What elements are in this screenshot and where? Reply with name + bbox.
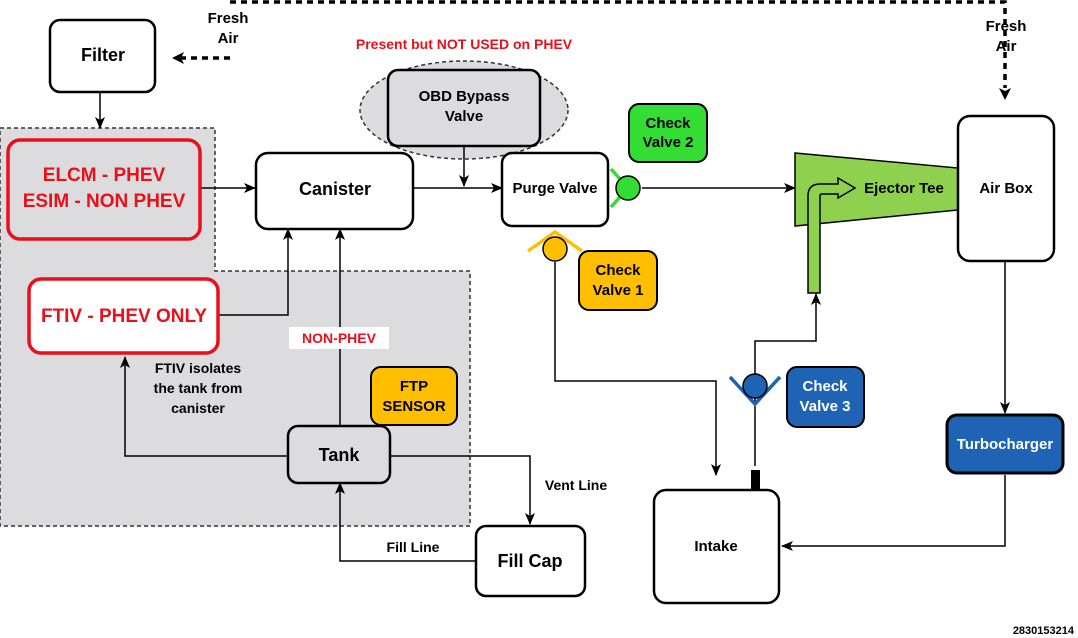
- tank-label: Tank: [319, 445, 361, 465]
- check-valve-1-label-2: Valve 1: [593, 282, 644, 299]
- check-valve-2-label-2: Valve 2: [643, 134, 694, 151]
- ftp-sensor-label-1: FTP: [400, 378, 428, 395]
- elcm-label-1: ELCM - PHEV: [43, 165, 166, 186]
- obd-bypass-label-1: OBD Bypass: [419, 88, 510, 105]
- fill-line-label: Fill Line: [387, 539, 440, 555]
- turbocharger-label: Turbocharger: [957, 436, 1054, 453]
- check-valve-3-label-2: Valve 3: [800, 398, 851, 415]
- check-valve-2-callout: [628, 103, 708, 163]
- check-valve-1-icon: [542, 236, 568, 262]
- ejector-tee-label: Ejector Tee: [864, 180, 944, 197]
- obd-bypass-label-2: Valve: [445, 108, 483, 125]
- fresh-air-right-label-1: Fresh: [986, 18, 1027, 35]
- filter-label: Filter: [81, 45, 125, 65]
- vent-line-label: Vent Line: [545, 477, 607, 493]
- check-valve-2-label-1: Check: [645, 115, 691, 132]
- check-valve-3-icon: [742, 373, 768, 399]
- ejector-tee-inlet-pipe: [807, 176, 857, 294]
- fresh-air-right-label-2: Air: [996, 38, 1017, 55]
- ftiv-note-3: canister: [171, 400, 225, 416]
- canister-box: [254, 151, 415, 231]
- ftiv-box: [27, 277, 220, 355]
- intake-box: [652, 488, 781, 605]
- figure-id: 2830153214: [1013, 625, 1075, 637]
- check-valve-3-label-1: Check: [802, 378, 848, 395]
- fill-cap-label: Fill Cap: [497, 551, 562, 571]
- check-valve-1-callout: [578, 250, 658, 311]
- fresh-air-line-top: [230, 0, 1007, 88]
- fresh-air-left-label-1: Fresh: [208, 10, 249, 27]
- filter-box: [48, 18, 157, 94]
- fresh-air-left-label-2: Air: [218, 30, 239, 47]
- purge-valve-box: [500, 151, 610, 228]
- check-valve-1-seat: [526, 229, 584, 253]
- check-valve-2-icon: [615, 175, 641, 201]
- present-not-used-note: Present but NOT USED on PHEV: [356, 36, 573, 52]
- tank-box: [286, 424, 392, 485]
- ftp-sensor-callout: [370, 366, 458, 426]
- canister-label: Canister: [299, 179, 371, 199]
- ftiv-note-1: FTIV isolates: [155, 360, 242, 376]
- check-valve-1-label-1: Check: [595, 262, 641, 279]
- obd-bypass-valve-box: [386, 68, 542, 148]
- air-box-label: Air Box: [979, 180, 1033, 197]
- check-valve-3-callout: [786, 366, 865, 428]
- elcm-label-2: ESIM - NON PHEV: [23, 191, 186, 212]
- purge-valve-label: Purge Valve: [512, 180, 597, 197]
- ftp-sensor-label-2: SENSOR: [382, 398, 446, 415]
- check-valve-3-seat: [728, 375, 782, 407]
- elcm-box: [6, 138, 202, 241]
- non-phev-label-bg: [289, 327, 389, 349]
- intake-label: Intake: [694, 538, 737, 555]
- non-phev-label: NON-PHEV: [302, 330, 377, 346]
- turbocharger-box: [945, 413, 1065, 475]
- fill-cap-box: [474, 524, 587, 598]
- air-box: [956, 114, 1056, 263]
- ftiv-note-2: the tank from: [154, 380, 243, 396]
- ftiv-label: FTIV - PHEV ONLY: [41, 306, 207, 327]
